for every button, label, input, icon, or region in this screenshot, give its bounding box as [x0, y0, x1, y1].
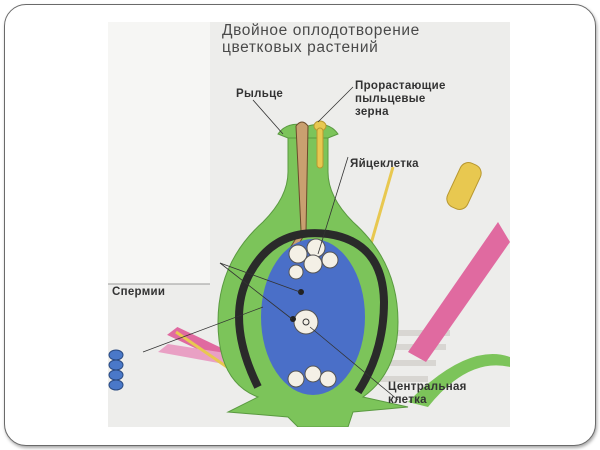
diagram-double-fertilization [108, 22, 510, 427]
flower-cross-section-illustration [108, 22, 510, 427]
label-central-line2: клетка [388, 394, 427, 406]
label-pollen-line1: Прорастающие [355, 80, 446, 92]
label-pollen-line3: зерна [355, 106, 389, 118]
label-stigma: Рыльце [236, 88, 284, 100]
label-central-line1: Центральная [388, 381, 467, 393]
label-pollen-grains: Прорастающие пыльцевые зерна [355, 80, 446, 119]
figure-title-line2: цветковых растений [222, 39, 379, 56]
label-central-cell: Центральная клетка [388, 381, 467, 407]
figure-title-line1: Двойное оплодотворение [222, 22, 420, 39]
label-egg-cell: Яйцеклетка [350, 158, 419, 170]
label-pollen-line2: пыльцевые [355, 93, 426, 105]
label-sperm: Спермии [112, 286, 166, 298]
figure-title: Двойное оплодотворение цветковых растени… [222, 22, 512, 56]
